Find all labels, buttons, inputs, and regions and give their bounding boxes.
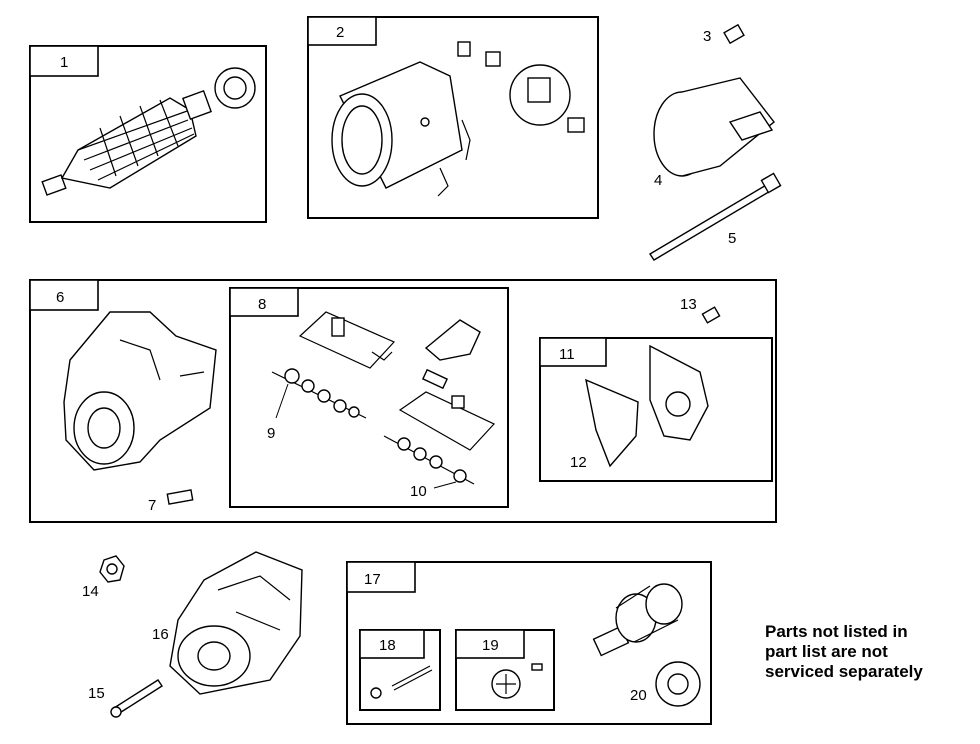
gasket-part [585,378,639,468]
group-field-frame: 2 [307,16,599,219]
group-drive-assembly: 17 18 19 [346,561,712,725]
callout-3: 3 [703,28,711,45]
service-note-line-3: serviced separately [765,662,923,681]
callout-16: 16 [152,626,169,643]
bearing-part [214,67,256,109]
callout-4: 4 [654,172,662,189]
part-3-screw: 3 [703,23,745,45]
callout-14: 14 [82,583,99,600]
part-16-starter-housing: 16 [152,551,303,695]
service-note-line-2: part list are not [765,642,888,661]
callout-18: 18 [379,637,396,654]
callout-6: 6 [56,289,64,306]
part-20-gear: 20 [630,661,701,707]
terminal-upper-part [271,311,396,419]
group-spring: 18 [359,629,441,711]
part-7-pin: 7 [148,489,194,514]
spring-part [391,665,433,691]
callout-2: 2 [336,24,344,41]
service-note: Parts not listed in part list are not se… [765,622,975,682]
group-gasket: 11 12 [539,337,773,482]
callout-17: 17 [364,571,381,588]
group-clutch: 19 [455,629,555,711]
callout-8: 8 [258,296,266,313]
callout-7: 7 [148,497,156,514]
brush-holder-part [457,41,585,133]
group-housing: 6 7 8 [29,279,777,523]
group-armature: 1 [29,45,267,223]
terminal-lower-part [383,319,495,485]
callout-5: 5 [728,230,736,247]
callout-12: 12 [570,454,587,471]
pinion-drive-part [592,583,683,657]
callout-11: 11 [559,346,575,363]
armature-part [41,90,212,196]
part-14-nut: 14 [82,555,125,600]
callout-20: 20 [630,687,647,704]
callout-9: 9 [267,425,275,442]
callout-19: 19 [482,637,499,654]
callout-10: 10 [410,483,427,500]
part-13-screw: 13 [680,296,721,324]
callout-1: 1 [60,54,68,71]
part-15-bolt: 15 [88,679,163,718]
callout-13: 13 [680,296,697,313]
group-terminal-kit: 8 [229,287,509,508]
field-frame-part [331,61,471,197]
part-5-through-bolt: 5 [649,172,782,261]
service-note-line-1: Parts not listed in [765,622,908,641]
callout-15: 15 [88,685,105,702]
part-4-cover: 4 [653,77,775,189]
housing-part [63,311,217,471]
